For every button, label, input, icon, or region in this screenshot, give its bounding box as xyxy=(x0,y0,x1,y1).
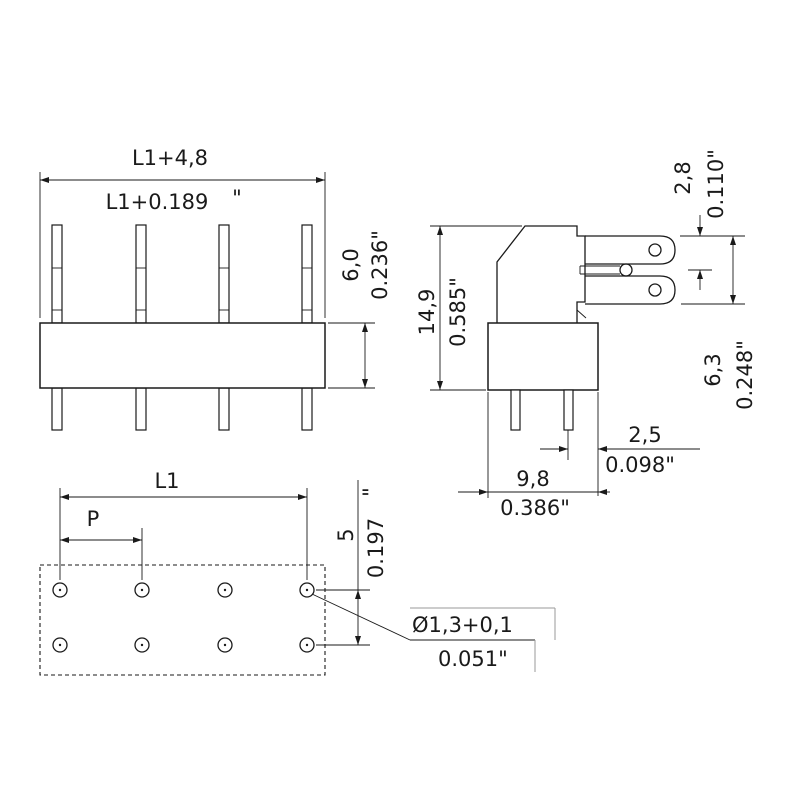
hole-diameter-in-label: 0.051" xyxy=(438,647,508,671)
pin-offset-mm-label: 2,5 xyxy=(628,423,661,447)
hole-diameter-mm-label: Ø1,3+0,1 xyxy=(412,613,513,637)
tab-spacing-dimension xyxy=(680,215,745,305)
side-view-pin-2 xyxy=(563,389,574,431)
footprint-outline xyxy=(39,564,326,676)
width-dimension xyxy=(39,172,326,318)
side-view-tabs xyxy=(579,235,676,305)
body-height-dimension xyxy=(328,322,375,389)
width-mm-label: L1+4,8 xyxy=(132,146,208,170)
tab-offset-in-label: 0.248" xyxy=(733,340,757,410)
front-view: L1+4,8 L1+0.189 " 6,0 0.236" xyxy=(39,146,392,431)
hole-diameter-callout xyxy=(311,593,556,672)
depth-in-label: 0.386" xyxy=(500,496,570,520)
body-height-in-label: 0.236" xyxy=(368,230,392,300)
row-spacing-inch-mark: " xyxy=(359,487,383,497)
width-in-label: L1+0.189 xyxy=(106,190,209,214)
total-height-in-label: 0.585" xyxy=(446,277,470,347)
pin-offset-in-label: 0.098" xyxy=(605,453,675,477)
body-height-mm-label: 6,0 xyxy=(339,248,363,281)
pitch-label: P xyxy=(87,507,100,531)
side-view-upper-housing xyxy=(496,225,586,323)
tab-spacing-mm-label: 2,8 xyxy=(671,161,695,194)
depth-dimension xyxy=(458,392,610,498)
pitch-dimension xyxy=(60,528,143,580)
total-height-mm-label: 14,9 xyxy=(415,289,439,336)
total-height-dimension xyxy=(430,225,522,391)
tab-spacing-in-label: 0.110" xyxy=(704,149,728,219)
pin-offset-dimension xyxy=(540,392,700,496)
depth-mm-label: 9,8 xyxy=(516,467,549,491)
front-view-body xyxy=(39,322,326,389)
length-dimension xyxy=(59,488,308,580)
side-view: 14,9 0.585" 2,8 0.110" 6,3 0.248" xyxy=(415,149,757,520)
row-spacing-dimension xyxy=(316,480,370,646)
row-spacing-in-label: 0.197 xyxy=(364,518,388,578)
row-spacing-mm-label: 5 xyxy=(334,528,358,541)
length-label: L1 xyxy=(154,469,179,493)
pcb-footprint: L1 P 5 0.197 " Ø1,3+0,1 xyxy=(39,469,556,676)
tab-offset-mm-label: 6,3 xyxy=(701,353,725,386)
side-view-body xyxy=(487,322,599,391)
width-inch-mark: " xyxy=(232,186,242,210)
footprint-holes xyxy=(52,582,315,653)
side-view-pin-1 xyxy=(510,389,521,431)
